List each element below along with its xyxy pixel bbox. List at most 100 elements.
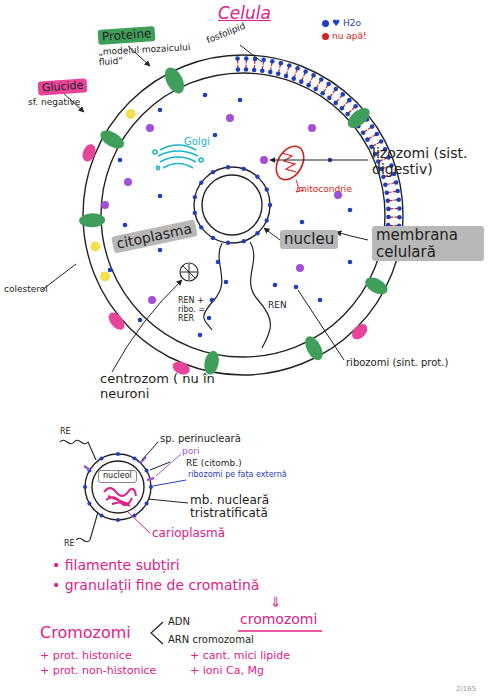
annotation-label: colesterol bbox=[4, 284, 48, 294]
lipid-head bbox=[394, 180, 399, 185]
annotation-label: lizozomi (sist. digestiv) bbox=[372, 146, 492, 177]
lipid-head bbox=[397, 215, 402, 220]
ribosome-dot bbox=[198, 333, 203, 338]
lipid-head bbox=[270, 59, 275, 64]
lipid-head bbox=[306, 83, 311, 88]
lipid-head bbox=[320, 91, 325, 96]
annotation-label: RE bbox=[64, 540, 75, 549]
highlight-box: Proteine bbox=[98, 26, 156, 45]
annotation-label: ribozomi (sint. prot.) bbox=[346, 357, 448, 368]
ribosome-dot bbox=[118, 158, 123, 163]
legend-swatch bbox=[322, 20, 329, 27]
ribosome-dot bbox=[203, 93, 208, 98]
ribosome-dot bbox=[207, 316, 212, 321]
annotation-label: RE (citomb.) bbox=[186, 458, 242, 468]
highlight-box: Glucide bbox=[38, 78, 88, 96]
ribosome-dot bbox=[211, 170, 215, 174]
membrane-proteins bbox=[79, 64, 390, 377]
lipid-head bbox=[370, 124, 375, 129]
annotation-label: sp. perinucleară bbox=[160, 433, 241, 444]
lipid-head bbox=[386, 207, 391, 212]
lipid-head bbox=[235, 56, 240, 61]
legend-item: ♥ H2o bbox=[322, 18, 361, 28]
ribosome-dot bbox=[87, 502, 91, 506]
lipid-head bbox=[386, 199, 391, 204]
legend-text: ♥ H2o bbox=[332, 18, 361, 28]
ribosome-dot bbox=[300, 220, 305, 225]
lysosome-dot bbox=[148, 296, 156, 304]
membrane-protein bbox=[344, 104, 373, 131]
centriole-lines bbox=[181, 264, 197, 280]
legend-text: nu apă! bbox=[332, 31, 367, 41]
lipid-head bbox=[252, 68, 257, 73]
leader-lines bbox=[42, 45, 368, 372]
brace bbox=[151, 622, 163, 644]
ribosome-dot bbox=[193, 195, 197, 199]
lipid-head bbox=[384, 190, 389, 195]
lipid-head bbox=[340, 106, 345, 111]
cholesterol bbox=[89, 240, 101, 252]
lipid-head bbox=[365, 137, 370, 142]
lipid-head bbox=[383, 182, 388, 187]
lipid-head bbox=[284, 74, 289, 79]
lipid-head bbox=[361, 130, 366, 135]
ribosome-dot bbox=[83, 485, 87, 489]
lipid-head bbox=[319, 77, 324, 82]
ribosome-dot bbox=[348, 208, 353, 213]
ribosome-dot bbox=[158, 194, 163, 199]
node-label: Proteine bbox=[102, 27, 152, 44]
nucleus-detail-ribosomes bbox=[83, 452, 153, 522]
lipid-head bbox=[303, 69, 308, 74]
annotation-label: ADN bbox=[168, 616, 190, 627]
ribosome-dot bbox=[145, 469, 149, 473]
lipid-head bbox=[313, 87, 318, 92]
ribosome-dot bbox=[116, 518, 120, 522]
nuclear-pores bbox=[84, 457, 154, 480]
ribosome-dot bbox=[294, 285, 299, 290]
ribosome-dot bbox=[213, 133, 218, 138]
chromatin-scribble bbox=[104, 488, 136, 506]
ribosome-dot bbox=[318, 298, 323, 303]
legend-item: nu apă! bbox=[322, 31, 367, 41]
lipid-head bbox=[291, 76, 296, 81]
nucleus-detail-inner bbox=[92, 461, 144, 513]
ribosome-dot bbox=[255, 175, 259, 179]
lipid-head bbox=[244, 56, 249, 61]
lipid-head bbox=[396, 197, 401, 202]
lipid-head bbox=[379, 139, 384, 144]
rough-er bbox=[204, 243, 222, 330]
lipid-head bbox=[295, 66, 300, 71]
annotation-label: sf. negative bbox=[28, 97, 80, 107]
node-label: nucleol bbox=[103, 472, 132, 481]
annotation-label: carioplasmă bbox=[152, 527, 225, 540]
nucleus-detail-outer bbox=[85, 454, 151, 520]
ribosome-dot bbox=[199, 180, 203, 184]
ribosome-dot bbox=[158, 108, 163, 113]
ribosome-dot bbox=[211, 236, 215, 240]
membrane-protein bbox=[362, 274, 390, 298]
annotation-label: + ioni Ca, Mg bbox=[190, 665, 264, 677]
lipid-head bbox=[345, 112, 350, 117]
lysosome-dot bbox=[146, 124, 154, 132]
lipid-head bbox=[327, 96, 332, 101]
lipid-head bbox=[347, 98, 352, 103]
glycoprotein bbox=[349, 321, 370, 342]
centrosome-symbol bbox=[180, 263, 198, 281]
nucleolus-box: nucleol bbox=[98, 470, 137, 483]
annotation-label: ARN cromozomal bbox=[168, 634, 254, 645]
ribosome-dot bbox=[255, 231, 259, 235]
ribosome-dot bbox=[100, 456, 104, 460]
annotation-label: mb. nucleară tristratificată bbox=[190, 494, 305, 521]
ribosome-dot bbox=[216, 260, 221, 265]
ribosome-dot bbox=[123, 223, 128, 228]
ribosome-dot bbox=[242, 167, 246, 171]
annotation-label: mitocondrie bbox=[298, 184, 352, 194]
lipid-head bbox=[353, 104, 358, 109]
ribosome-dot bbox=[133, 456, 137, 460]
ribosome-dot bbox=[226, 241, 230, 245]
lysosome-dot bbox=[124, 178, 132, 186]
nucleus-outer bbox=[194, 167, 270, 243]
cell-outer-membrane bbox=[83, 55, 403, 375]
highlight-box: membrana celulară bbox=[372, 226, 484, 261]
lipid-head bbox=[236, 67, 241, 72]
